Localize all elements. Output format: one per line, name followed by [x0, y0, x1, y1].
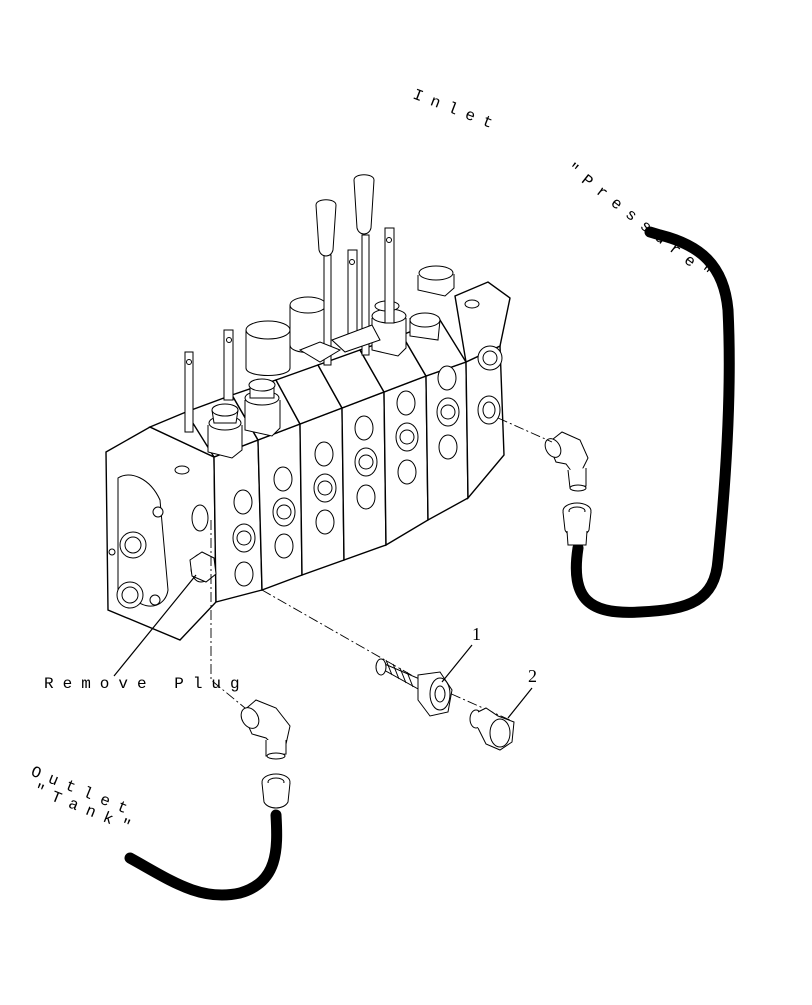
- remove-plug-fitting: [189, 551, 217, 583]
- control-levers: [184, 174, 395, 433]
- centerline-ports: [261, 589, 511, 721]
- outlet-hose: [124, 809, 283, 901]
- inlet-elbow-fitting: [544, 431, 589, 492]
- centerline-inlet: [497, 417, 553, 443]
- remove-plug-leader: [113, 574, 197, 677]
- inlet-hose-fitting: [562, 502, 592, 546]
- remove-plug-label: Remove Plug: [44, 675, 249, 693]
- control-valve-stack: [105, 174, 511, 641]
- outlet-elbow-fitting: [240, 699, 291, 760]
- callout-number-1: 1: [472, 624, 481, 644]
- top-hex-fittings: [207, 265, 455, 459]
- inlet-label: Inlet: [410, 86, 503, 136]
- item2-plug: [469, 707, 515, 751]
- outlet-hose-fitting: [261, 773, 291, 809]
- item1-adapter-fitting: [375, 658, 453, 717]
- inlet-hose: [570, 226, 735, 618]
- callout-leader-1: [441, 644, 473, 683]
- callout-number-2: 2: [528, 666, 537, 686]
- solenoid-cylinders: [245, 296, 327, 376]
- section-ports: [232, 299, 503, 587]
- pressure-label: "Pressure": [563, 160, 721, 289]
- callout-leader-2: [507, 687, 533, 719]
